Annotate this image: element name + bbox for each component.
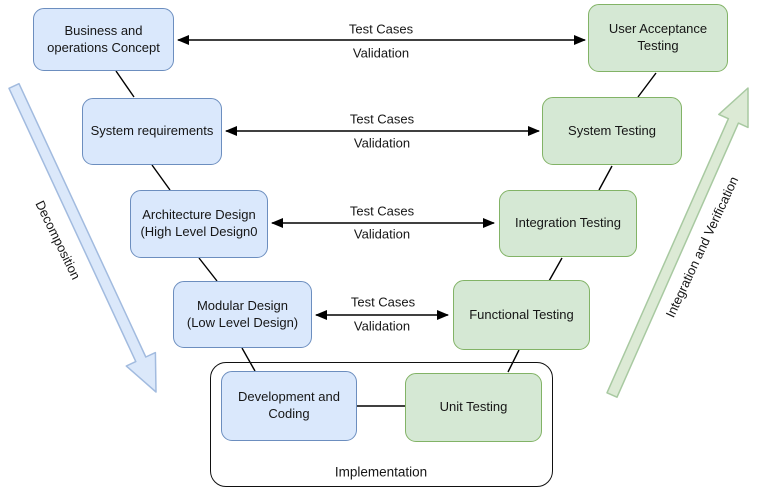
connector: [115, 70, 135, 98]
link-label-validation-1: Validation: [352, 45, 410, 61]
link-label-test-cases-2: Test Cases: [349, 111, 415, 127]
integration-verification-arrow: [606, 87, 749, 398]
decomposition-arrow: [8, 82, 157, 393]
connector: [598, 165, 613, 191]
node-system-testing: System Testing: [542, 97, 682, 165]
connector: [241, 347, 256, 372]
node-unit-testing: Unit Testing: [405, 373, 542, 442]
node-system-requirements: System requirements: [82, 98, 222, 165]
connector: [198, 257, 218, 282]
node-functional-testing: Functional Testing: [453, 280, 590, 350]
link-label-test-cases-4: Test Cases: [350, 294, 416, 310]
link-label-validation-2: Validation: [353, 135, 411, 151]
connector: [637, 72, 657, 98]
connector: [548, 257, 563, 282]
node-modular-design: Modular Design (Low Level Design): [173, 281, 312, 348]
node-architecture-design: Architecture Design (High Level Design0: [130, 190, 268, 258]
connector: [507, 349, 520, 373]
node-business-operations-concept: Business and operations Concept: [33, 8, 174, 71]
implementation-label: Implementation: [334, 464, 428, 480]
connector: [151, 164, 171, 191]
link-label-validation-4: Validation: [353, 318, 411, 334]
node-development-coding: Development and Coding: [221, 371, 357, 441]
node-user-acceptance-testing: User Acceptance Testing: [588, 4, 728, 72]
node-connectors: [115, 70, 657, 407]
link-label-validation-3: Validation: [353, 226, 411, 242]
link-label-test-cases-3: Test Cases: [349, 203, 415, 219]
node-integration-testing: Integration Testing: [499, 190, 637, 257]
implementation-group: [210, 362, 553, 487]
link-label-test-cases-1: Test Cases: [348, 21, 414, 37]
link-arrows: [177, 35, 586, 320]
